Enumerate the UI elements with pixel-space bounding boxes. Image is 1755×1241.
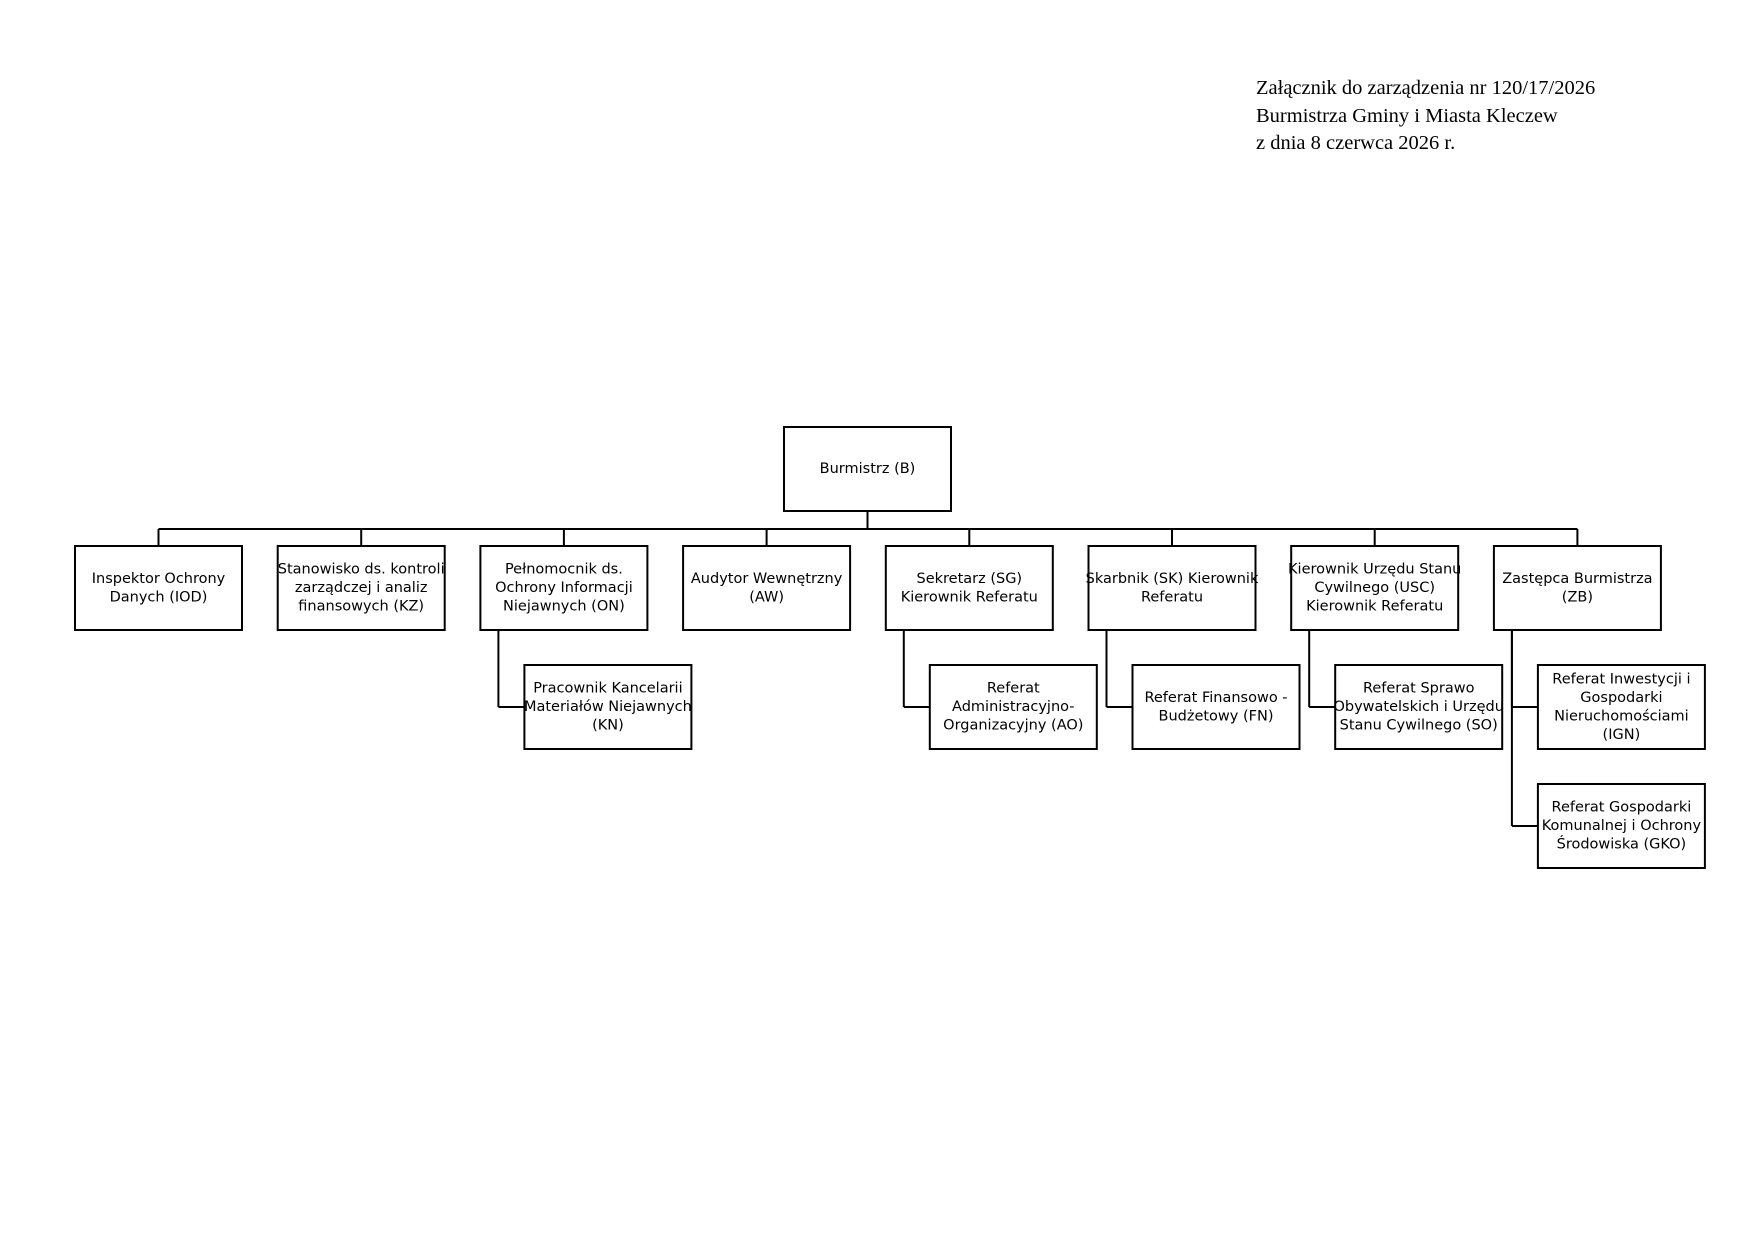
org-node-label: Audytor Wewnętrzny bbox=[691, 571, 843, 587]
org-node-box bbox=[682, 545, 852, 631]
org-node-label: Kierownik Referatu bbox=[1306, 599, 1443, 615]
org-node-label: (ZB) bbox=[1562, 589, 1593, 605]
org-node-label: Referat Sprawo bbox=[1363, 681, 1475, 697]
org-node-label: Stanu Cywilnego (SO) bbox=[1340, 718, 1498, 734]
org-node-label: Zastępca Burmistrza bbox=[1502, 571, 1652, 587]
org-node-label: Referatu bbox=[1141, 589, 1203, 605]
header-line-issuer: Burmistrza Gminy i Miasta Kleczew bbox=[1256, 104, 1558, 127]
org-node-box bbox=[479, 545, 649, 631]
org-node-aw: Audytor Wewnętrzny (AW) bbox=[682, 545, 852, 631]
org-node-label: finansowych (KZ) bbox=[298, 599, 424, 615]
org-node-ign: Referat Inwestycji i GospodarkiNieruchomo… bbox=[1536, 664, 1706, 750]
org-node-box bbox=[276, 545, 446, 631]
org-node-on: Pełnomocnik ds. Ochrony InformacjiNiejawn… bbox=[479, 545, 649, 631]
org-node-label: Inspektor Ochrony bbox=[92, 571, 226, 587]
org-node-label: Cywilnego (USC) bbox=[1314, 580, 1435, 596]
org-node-label: Referat Gospodarki bbox=[1552, 800, 1692, 816]
org-node-label: Kierownik Urzędu Stanu bbox=[1288, 562, 1461, 578]
org-node-label: Sekretarz (SG) bbox=[917, 571, 1023, 587]
header-line-attachment: Załącznik do zarządzenia nr 120/17/2026 bbox=[1256, 77, 1596, 99]
org-chart-connectors bbox=[157, 511, 1579, 827]
org-node-label: (AW) bbox=[749, 589, 784, 605]
org-node-label: Referat bbox=[987, 681, 1040, 697]
org-node-box bbox=[783, 426, 952, 512]
org-node-label: Ochrony Informacji bbox=[495, 580, 633, 596]
org-node-label: zarządczej i analiz bbox=[295, 580, 428, 596]
org-node-label: Nieruchomościami bbox=[1554, 708, 1689, 724]
org-node-label: Materiałów Niejawnych bbox=[524, 699, 692, 715]
org-node-kz: Stanowisko ds. kontroli zarządczej i anal… bbox=[276, 545, 446, 631]
org-node-label: Budżetowy (FN) bbox=[1159, 708, 1274, 724]
org-node-box bbox=[1334, 664, 1504, 750]
org-node-label: Organizacyjny (AO) bbox=[943, 718, 1083, 734]
org-node-label: Komunalnej i Ochrony bbox=[1542, 818, 1702, 834]
org-node-label: Pełnomocnik ds. bbox=[505, 562, 623, 578]
org-node-box bbox=[884, 545, 1054, 631]
org-node-box bbox=[1536, 664, 1706, 750]
org-node-b: Burmistrz (B) bbox=[783, 426, 952, 512]
org-node-box bbox=[928, 664, 1098, 750]
org-node-label: Kierownik Referatu bbox=[901, 589, 1038, 605]
org-node-label: Administracyjno- bbox=[952, 699, 1074, 715]
org-node-sg: Sekretarz (SG) Kierownik Referatu bbox=[884, 545, 1054, 631]
org-node-box bbox=[1087, 545, 1257, 631]
org-node-fn: Referat Finansowo - Budżetowy (FN) bbox=[1131, 664, 1301, 750]
org-node-label: (IGN) bbox=[1603, 727, 1641, 743]
org-node-label: Referat Finansowo - bbox=[1144, 690, 1287, 706]
org-node-label: Danych (IOD) bbox=[110, 589, 208, 605]
header-line-date: z dnia 8 czerwca 2026 r. bbox=[1256, 132, 1456, 154]
org-node-box bbox=[1492, 545, 1662, 631]
org-node-label: (KN) bbox=[592, 718, 624, 734]
org-node-label: Burmistrz (B) bbox=[820, 461, 916, 477]
org-node-box bbox=[1290, 545, 1460, 631]
org-node-box bbox=[1536, 783, 1706, 869]
org-node-label: Obywatelskich i Urzędu bbox=[1333, 699, 1503, 715]
org-node-label: Pracownik Kancelarii bbox=[533, 681, 682, 697]
org-node-label: Środowiska (GKO) bbox=[1557, 835, 1687, 853]
org-node-box bbox=[523, 664, 693, 750]
org-node-label: Skarbnik (SK) Kierownik bbox=[1086, 571, 1259, 587]
document-header: Załącznik do zarządzenia nr 120/17/2026 … bbox=[1256, 75, 1595, 158]
org-node-label: Niejawnych (ON) bbox=[503, 599, 625, 615]
org-node-box bbox=[1131, 664, 1301, 750]
org-node-label: Gospodarki bbox=[1580, 690, 1662, 706]
org-node-box bbox=[74, 545, 243, 631]
org-node-label: Stanowisko ds. kontroli bbox=[278, 562, 445, 578]
org-node-zb: Zastępca Burmistrza (ZB) bbox=[1492, 545, 1662, 631]
org-node-label: Referat Inwestycji i bbox=[1552, 671, 1690, 687]
